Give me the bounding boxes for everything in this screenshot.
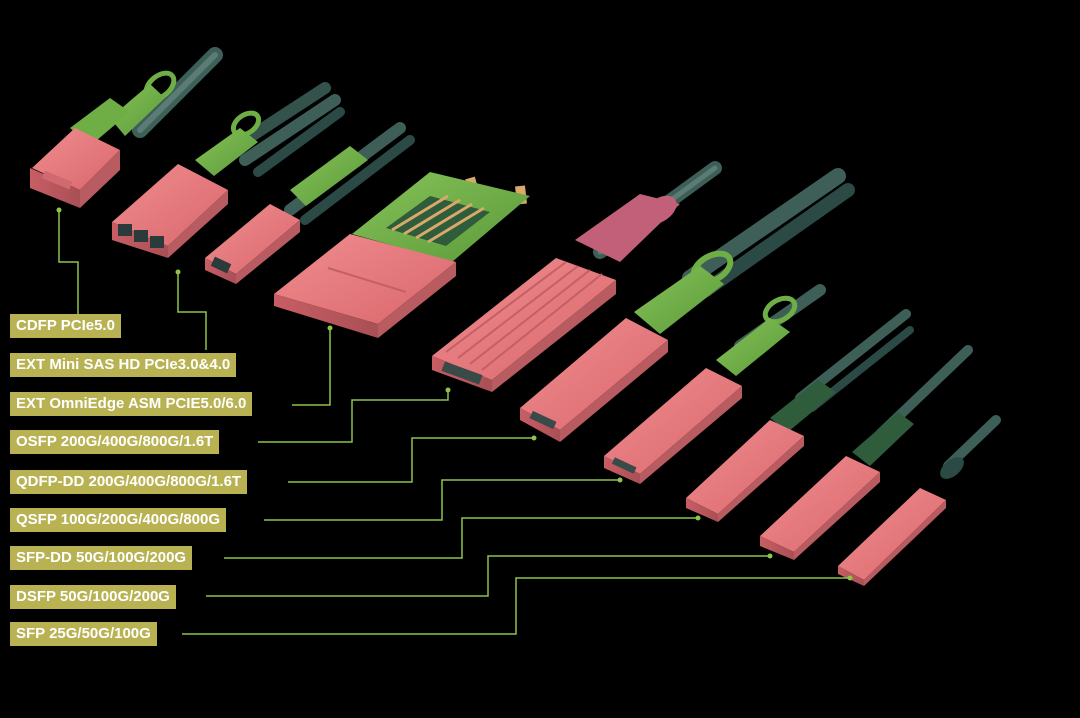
leader-lines: [56, 207, 853, 635]
qdfp-dd-connector-icon: [520, 168, 855, 442]
leader-dot-qdfp-dd: [531, 435, 537, 441]
leader-dot-qsfp: [617, 477, 623, 483]
leader-dot-osfp: [445, 387, 451, 393]
sfp-dd-connector-icon: [686, 309, 914, 522]
leader-line-qdfp-dd: [288, 437, 534, 483]
omniedge-connector-icon: [274, 172, 530, 338]
omniedge-small-connector-icon: [205, 122, 415, 284]
label-cdfp: CDFP PCIe5.0: [10, 314, 121, 338]
leader-line-qsfp: [264, 479, 620, 521]
cdfp-connector-icon: [30, 47, 223, 208]
label-sfp: SFP 25G/50G/100G: [10, 622, 157, 646]
leader-line-cdfp: [58, 210, 79, 314]
label-qdfp-dd: QDFP-DD 200G/400G/800G/1.6T: [10, 470, 248, 494]
leader-dot-mini-sas: [175, 269, 181, 275]
leader-dot-sfp: [847, 575, 853, 581]
dsfp-connector-icon: [760, 345, 973, 560]
leader-line-sfp-dd: [224, 517, 698, 559]
leader-line-sfp: [182, 577, 850, 635]
mini-sas-connector-icon: [112, 82, 345, 258]
leader-line-dsfp: [206, 555, 770, 597]
label-omniedge: EXT OmniEdge ASM PCIE5.0/6.0: [10, 392, 253, 416]
leader-dot-omniedge: [327, 325, 333, 331]
qsfp-connector-icon: [604, 284, 826, 484]
label-mini-sas: EXT Mini SAS HD PCIe3.0&4.0: [10, 353, 237, 377]
leader-dot-cdfp: [56, 207, 62, 213]
sfp-connector-icon: [838, 415, 1001, 586]
leader-dot-sfp-dd: [695, 515, 701, 521]
label-osfp: OSFP 200G/400G/800G/1.6T: [10, 430, 220, 454]
label-qsfp: QSFP 100G/200G/400G/800G: [10, 508, 227, 532]
osfp-connector-icon: [432, 161, 722, 392]
label-sfp-dd: SFP-DD 50G/100G/200G: [10, 546, 193, 570]
leader-line-omniedge: [292, 328, 331, 406]
label-dsfp: DSFP 50G/100G/200G: [10, 585, 176, 609]
leader-line-mini-sas: [177, 272, 207, 350]
leader-dot-dsfp: [767, 553, 773, 559]
leader-line-osfp: [258, 390, 449, 443]
